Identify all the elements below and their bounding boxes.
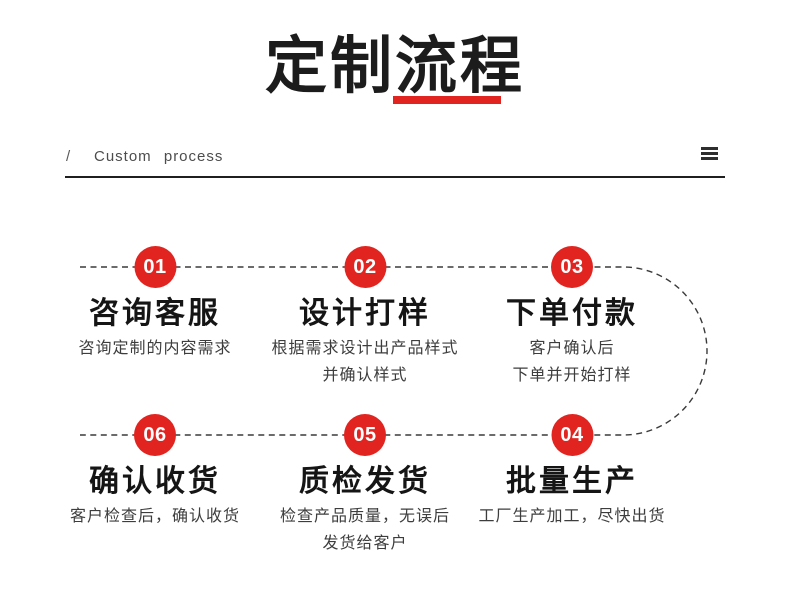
step-desc-line: 咨询定制的内容需求 <box>78 340 232 357</box>
step-number-badge: 02 <box>343 246 386 288</box>
hamburger-menu-icon <box>701 147 718 160</box>
step-number: 03 <box>560 255 584 278</box>
step-03: 03 下单付款 客户确认后 下单并开始打样 <box>506 246 638 389</box>
step-01: 01 咨询客服 咨询定制的内容需求 <box>78 246 231 362</box>
step-description: 根据需求设计出产品样式 并确认样式 <box>271 335 458 389</box>
step-description: 客户确认后 下单并开始打样 <box>512 335 631 389</box>
page-title: 定制流程 <box>0 28 790 106</box>
step-description: 咨询定制的内容需求 <box>78 335 231 362</box>
step-title: 质检发货 <box>298 465 431 498</box>
step-number-badge: 04 <box>550 414 593 456</box>
step-desc-line: 并确认样式 <box>322 367 408 384</box>
step-desc-line: 客户确认后 <box>529 340 615 357</box>
subtitle-text: Custom process <box>94 148 224 165</box>
step-title: 下单付款 <box>506 297 638 330</box>
step-title: 设计打样 <box>298 297 431 330</box>
step-number-badge: 03 <box>551 246 593 288</box>
step-number: 01 <box>143 255 167 278</box>
step-desc-line: 工厂生产加工，尽快出货 <box>478 508 666 525</box>
step-description: 客户检查后，确认收货 <box>70 503 240 530</box>
step-number: 02 <box>353 255 377 278</box>
step-desc-line: 客户检查后，确认收货 <box>69 508 241 525</box>
step-title: 咨询客服 <box>88 297 221 330</box>
step-number-badge: 01 <box>133 246 176 288</box>
subtitle-slash: / <box>66 148 71 165</box>
step-desc-line: 根据需求设计出产品样式 <box>271 340 459 357</box>
step-desc-line: 检查产品质量，无误后 <box>279 508 451 525</box>
title-underline-accent <box>393 96 501 104</box>
page-title-text: 定制流程 <box>264 32 525 101</box>
header-divider-line <box>65 176 725 178</box>
step-04: 04 批量生产 工厂生产加工，尽快出货 <box>478 414 665 530</box>
step-title: 批量生产 <box>505 465 638 498</box>
step-05: 05 质检发货 检查产品质量，无误后 发货给客户 <box>280 414 450 557</box>
step-desc-line: 下单并开始打样 <box>512 367 632 384</box>
step-number: 05 <box>353 423 377 446</box>
step-number: 04 <box>560 423 584 446</box>
step-description: 检查产品质量，无误后 发货给客户 <box>280 503 450 557</box>
step-number-badge: 06 <box>133 414 176 456</box>
step-number-badge: 05 <box>343 414 386 456</box>
step-description: 工厂生产加工，尽快出货 <box>478 503 665 530</box>
step-06: 06 确认收货 客户检查后，确认收货 <box>70 414 240 530</box>
step-desc-line: 发货给客户 <box>322 535 408 552</box>
step-number: 06 <box>143 423 167 446</box>
step-02: 02 设计打样 根据需求设计出产品样式 并确认样式 <box>271 246 458 389</box>
step-title: 确认收货 <box>88 465 221 498</box>
